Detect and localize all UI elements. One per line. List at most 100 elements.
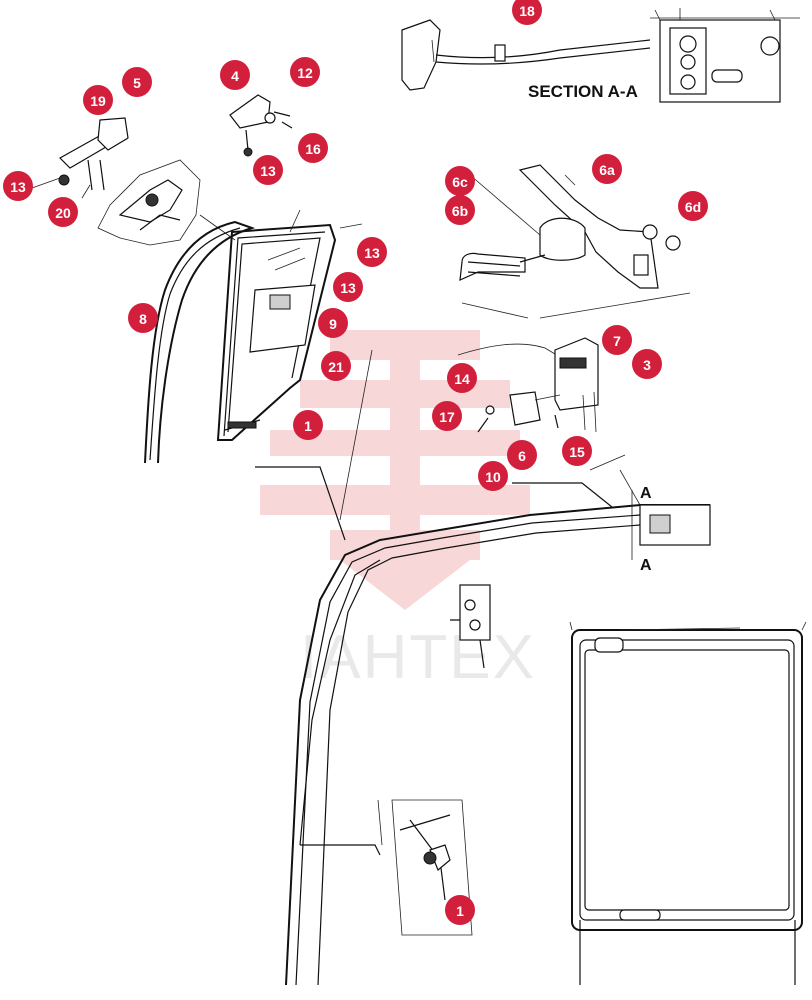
callout-marker — [562, 436, 592, 466]
callout-7-17: 7 — [602, 325, 632, 355]
callout-label: 4 — [231, 68, 239, 84]
door-frame-assembly — [199, 209, 363, 441]
callout-label: 14 — [454, 371, 470, 387]
callout-6a-10: 6a — [592, 154, 622, 184]
callout-marker — [592, 154, 622, 184]
view-letter-a-bottom: A — [640, 557, 652, 574]
callout-label: 10 — [485, 469, 501, 485]
callout-marker — [253, 155, 283, 185]
callout-8-15: 8 — [128, 303, 158, 333]
callout-5-3: 5 — [122, 67, 152, 97]
callout-label: 6a — [599, 162, 615, 178]
callout-1-22: 1 — [293, 410, 323, 440]
callout-label: 19 — [90, 93, 106, 109]
callout-marker — [447, 363, 477, 393]
callout-10-25: 10 — [478, 461, 508, 491]
callout-label: 1 — [304, 418, 312, 434]
callout-13-13: 13 — [357, 237, 387, 267]
callout-14-20: 14 — [447, 363, 477, 393]
cab-arch-frame — [255, 349, 711, 986]
section-a-a-label: SECTION A-A — [528, 82, 638, 101]
callout-13-7: 13 — [3, 171, 33, 201]
callout-12-2: 12 — [290, 57, 320, 87]
callout-label: 16 — [305, 141, 321, 157]
callout-marker — [357, 237, 387, 267]
callout-9-16: 9 — [318, 308, 348, 338]
callout-marker — [48, 197, 78, 227]
callout-6b-11: 6b — [445, 195, 475, 225]
callout-marker — [321, 351, 351, 381]
callout-6d-12: 6d — [678, 191, 708, 221]
detail-inset-bottom — [391, 799, 473, 936]
callout-label: 8 — [139, 311, 147, 327]
callout-label: 6b — [452, 203, 468, 219]
callout-16-5: 16 — [298, 133, 328, 163]
callout-marker — [293, 410, 323, 440]
callout-marker — [318, 308, 348, 338]
callout-marker — [122, 67, 152, 97]
callout-label: 15 — [569, 444, 585, 460]
center-latch — [450, 584, 491, 669]
callout-label: 17 — [439, 409, 455, 425]
detail-inset-left — [97, 159, 201, 246]
callout-label: 13 — [364, 245, 380, 261]
callout-label: 12 — [297, 65, 313, 81]
callout-4-1: 4 — [220, 60, 250, 90]
callout-marker — [445, 195, 475, 225]
view-letter-a-top: A — [640, 485, 652, 502]
callout-marker — [445, 166, 475, 196]
callout-15-24: 15 — [562, 436, 592, 466]
rear-window-frame — [569, 621, 807, 985]
callout-label: 18 — [519, 3, 535, 19]
callout-label: 21 — [328, 359, 344, 375]
callout-label: 5 — [133, 75, 141, 91]
weather-strip-inner — [149, 227, 241, 461]
callout-label: 13 — [340, 280, 356, 296]
callout-17-21: 17 — [432, 401, 462, 431]
callout-13-6: 13 — [253, 155, 283, 185]
callout-marker — [478, 461, 508, 491]
hinge-bracket-assembly — [31, 117, 129, 199]
callout-label: 3 — [643, 357, 651, 373]
latch-assembly — [457, 292, 691, 433]
callout-label: 13 — [10, 179, 26, 195]
callout-label: 9 — [329, 316, 337, 332]
callout-marker — [298, 133, 328, 163]
block-assembly — [229, 94, 293, 157]
callout-label: 6 — [518, 448, 526, 464]
callout-21-18: 21 — [321, 351, 351, 381]
callout-marker — [333, 272, 363, 302]
callout-marker — [290, 57, 320, 87]
callout-label: 6c — [452, 174, 468, 190]
callout-marker — [507, 440, 537, 470]
callout-marker — [445, 895, 475, 925]
watermark: IAHTEX — [260, 330, 536, 692]
callout-20-8: 20 — [48, 197, 78, 227]
callout-6-23: 6 — [507, 440, 537, 470]
callout-marker — [632, 349, 662, 379]
section-a-a-view — [401, 8, 800, 103]
callout-marker — [220, 60, 250, 90]
weather-strip — [144, 220, 256, 464]
callout-6c-9: 6c — [445, 166, 475, 196]
callout-label: 6d — [685, 199, 701, 215]
callout-marker — [83, 85, 113, 115]
callout-marker — [602, 325, 632, 355]
callout-13-14: 13 — [333, 272, 363, 302]
callout-label: 7 — [613, 333, 621, 349]
callout-marker — [678, 191, 708, 221]
callout-3-19: 3 — [632, 349, 662, 379]
callout-marker — [3, 171, 33, 201]
callout-label: 20 — [55, 205, 71, 221]
watermark-text: IAHTEX — [300, 623, 536, 692]
callout-label: 1 — [456, 903, 464, 919]
callout-1-26: 1 — [445, 895, 475, 925]
callout-marker — [432, 401, 462, 431]
callout-marker — [128, 303, 158, 333]
callout-label: 13 — [260, 163, 276, 179]
callout-marker — [512, 0, 542, 25]
lock-handle-assembly — [459, 164, 681, 289]
callout-18-0: 18 — [512, 0, 542, 25]
